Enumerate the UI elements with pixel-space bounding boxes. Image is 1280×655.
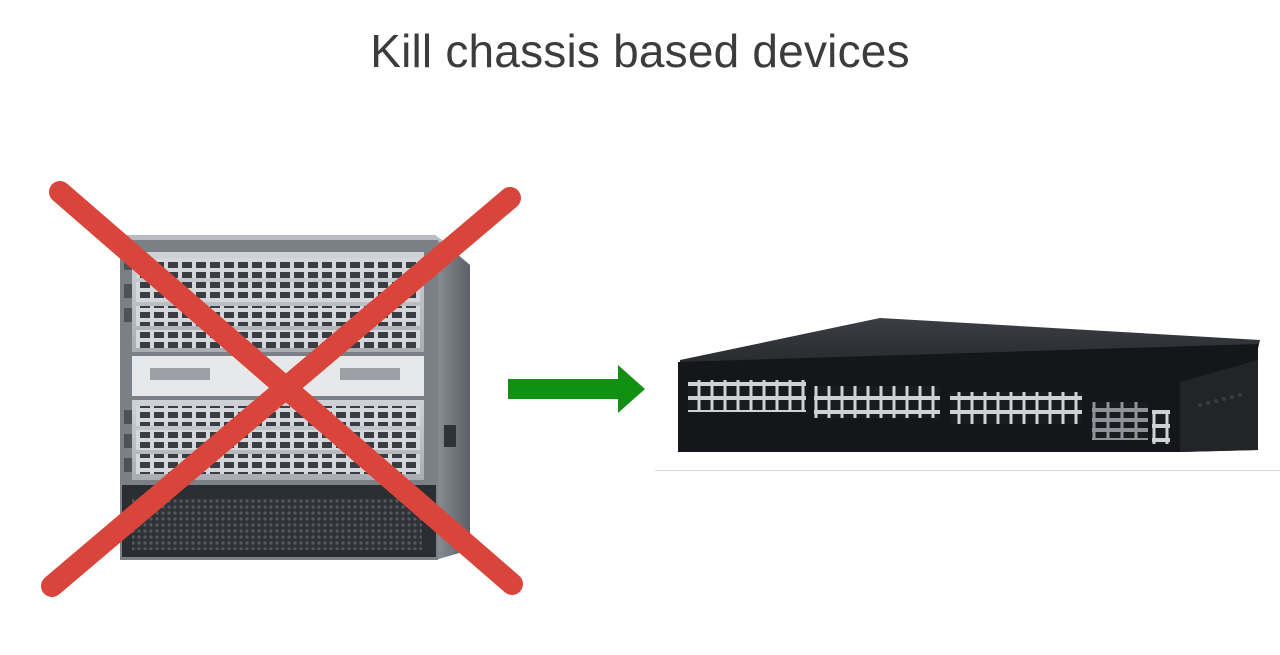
divider-line xyxy=(655,470,1280,471)
chassis-illustration xyxy=(40,180,540,610)
arrow xyxy=(505,360,650,420)
switch-illustration xyxy=(660,300,1280,480)
fixed-switch-icon xyxy=(678,318,1260,452)
chassis-switch-icon xyxy=(41,181,523,597)
arrow-right-icon xyxy=(508,365,645,413)
slide-title: Kill chassis based devices xyxy=(370,25,910,77)
